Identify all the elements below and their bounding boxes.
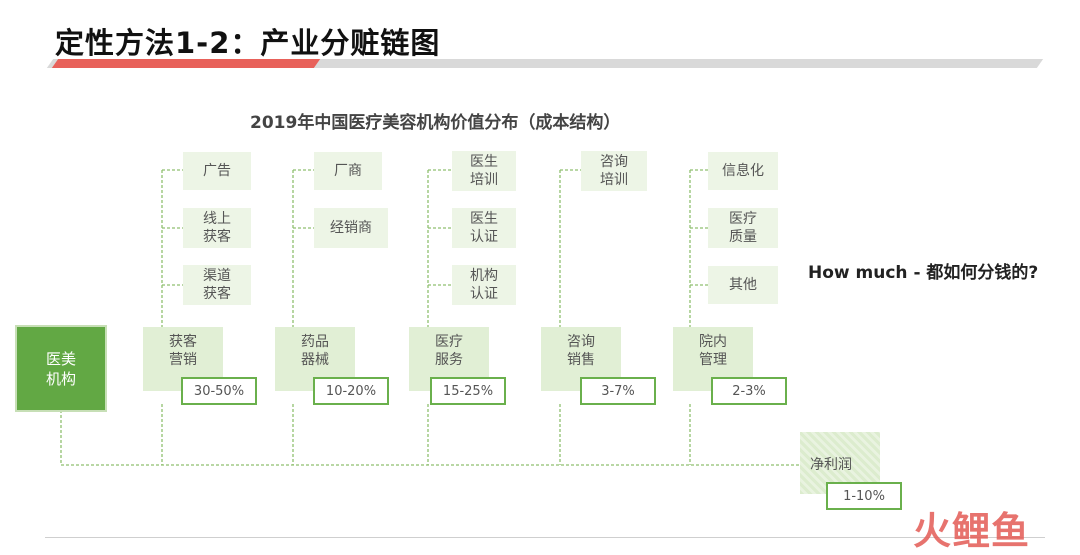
sub-node-it: 信息化 xyxy=(708,152,778,190)
sub-node-online-acquisition: 线上 获客 xyxy=(183,208,251,248)
sub-node-channel-acquisition: 渠道 获客 xyxy=(183,265,251,305)
sub-node-ads: 广告 xyxy=(183,152,251,190)
sub-node-manufacturers: 厂商 xyxy=(314,152,382,190)
percent-badge: 15-25% xyxy=(430,377,506,405)
bottom-divider xyxy=(45,537,1045,538)
sub-node-institution-certification: 机构 认证 xyxy=(452,265,516,305)
sub-node-doctor-training: 医生 培训 xyxy=(452,151,516,191)
sub-node-distributors: 经销商 xyxy=(314,208,388,248)
question-text: How much - 都如何分钱的? xyxy=(808,263,1039,283)
root-node-medical-beauty-institution: 医美 机构 xyxy=(17,327,105,410)
sub-node-other: 其他 xyxy=(708,266,778,304)
percent-badge: 3-7% xyxy=(580,377,656,405)
watermark-logo: 火鲤鱼 xyxy=(913,509,1031,553)
net-profit-percent-badge: 1-10% xyxy=(826,482,902,510)
sub-node-consulting-training: 咨询 培训 xyxy=(581,151,647,191)
percent-badge: 2-3% xyxy=(711,377,787,405)
chart-title: 2019年中国医疗美容机构价值分布（成本结构） xyxy=(250,113,621,133)
sub-node-doctor-certification: 医生 认证 xyxy=(452,208,516,248)
page-title: 定性方法1-2：产业分赃链图 xyxy=(55,26,441,60)
sub-node-medical-quality: 医疗 质量 xyxy=(708,208,778,248)
percent-badge: 30-50% xyxy=(181,377,257,405)
percent-badge: 10-20% xyxy=(313,377,389,405)
